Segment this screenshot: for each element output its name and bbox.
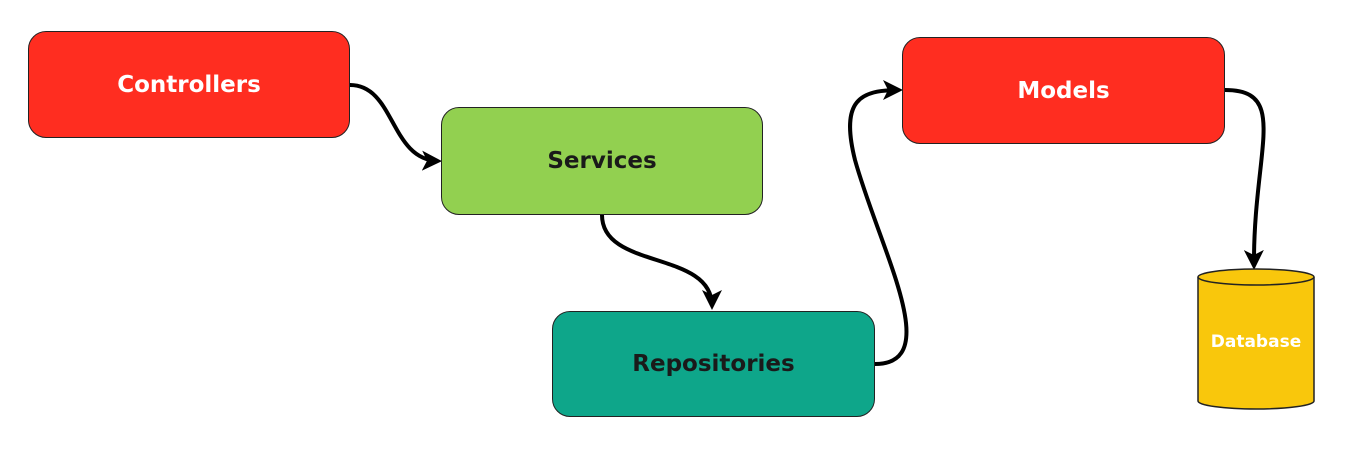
node-models-label: Models bbox=[1017, 77, 1110, 104]
node-database-label: Database bbox=[1210, 332, 1302, 352]
edge-models-database bbox=[1224, 88, 1266, 270]
edge-repositories-models bbox=[848, 80, 909, 366]
node-database: Database bbox=[1197, 268, 1315, 410]
node-repositories-label: Repositories bbox=[632, 351, 795, 377]
node-controllers-label: Controllers bbox=[117, 71, 261, 98]
edge-controllers-services bbox=[349, 83, 442, 171]
node-services: Services bbox=[441, 107, 763, 215]
node-repositories: Repositories bbox=[552, 311, 875, 417]
node-controllers: Controllers bbox=[28, 31, 350, 138]
edge-services-repositories bbox=[600, 214, 722, 310]
node-services-label: Services bbox=[547, 148, 657, 174]
node-models: Models bbox=[902, 37, 1225, 144]
database-cylinder-icon bbox=[1197, 268, 1315, 410]
